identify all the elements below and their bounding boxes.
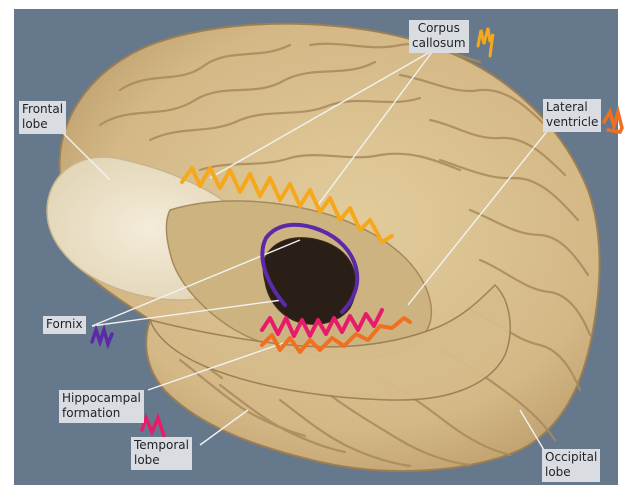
label-temporal-lobe: Temporal lobe [131,437,192,470]
leader-line-fornix-2 [91,299,283,327]
purple-scribble-icon [90,324,114,350]
label-fornix: Fornix [43,316,86,334]
label-text: lobe [22,117,48,131]
leader-line-occipital-lobe [519,409,545,451]
leader-line-corpus-callosum-2 [317,51,433,206]
label-text: lobe [545,465,571,479]
label-text: formation [62,406,121,420]
label-text: ventricle [546,115,599,129]
label-text: Corpus [417,21,460,35]
label-occipital-lobe: Occipital lobe [542,449,601,482]
label-text: Fornix [46,317,83,331]
orange-scribble-icon [476,27,495,58]
label-text: Hippocampal [62,391,141,405]
lateral-ventricle-marker [260,316,412,354]
red-orange-scribble-icon [602,105,624,134]
ventricle-cavity [262,237,357,325]
label-corpus-callosum: Corpus callosum [409,20,469,53]
label-text: Temporal [134,438,189,452]
hippocampal-marker [260,308,384,338]
leader-line-frontal-lobe [57,127,111,181]
leader-line-fornix-1 [91,239,301,327]
label-frontal-lobe: Frontal lobe [19,101,67,134]
corpus-callosum-marker [180,166,394,244]
pink-scribble-icon [140,413,166,438]
leader-line-hippocampal [147,339,293,391]
leader-line-temporal-lobe [199,409,249,446]
label-text: Occipital [545,450,598,464]
leader-line-lateral-ventricle [407,129,549,306]
fornix-marker [260,222,360,314]
label-text: Lateral [546,100,588,114]
label-text: Frontal [22,102,64,116]
label-text: lobe [134,453,160,467]
label-text: callosum [412,36,466,50]
leader-lines [57,51,549,451]
label-lateral-ventricle: Lateral ventricle [543,99,602,132]
leader-line-corpus-callosum-1 [209,51,431,179]
label-hippocampal-formation: Hippocampal formation [59,390,144,423]
